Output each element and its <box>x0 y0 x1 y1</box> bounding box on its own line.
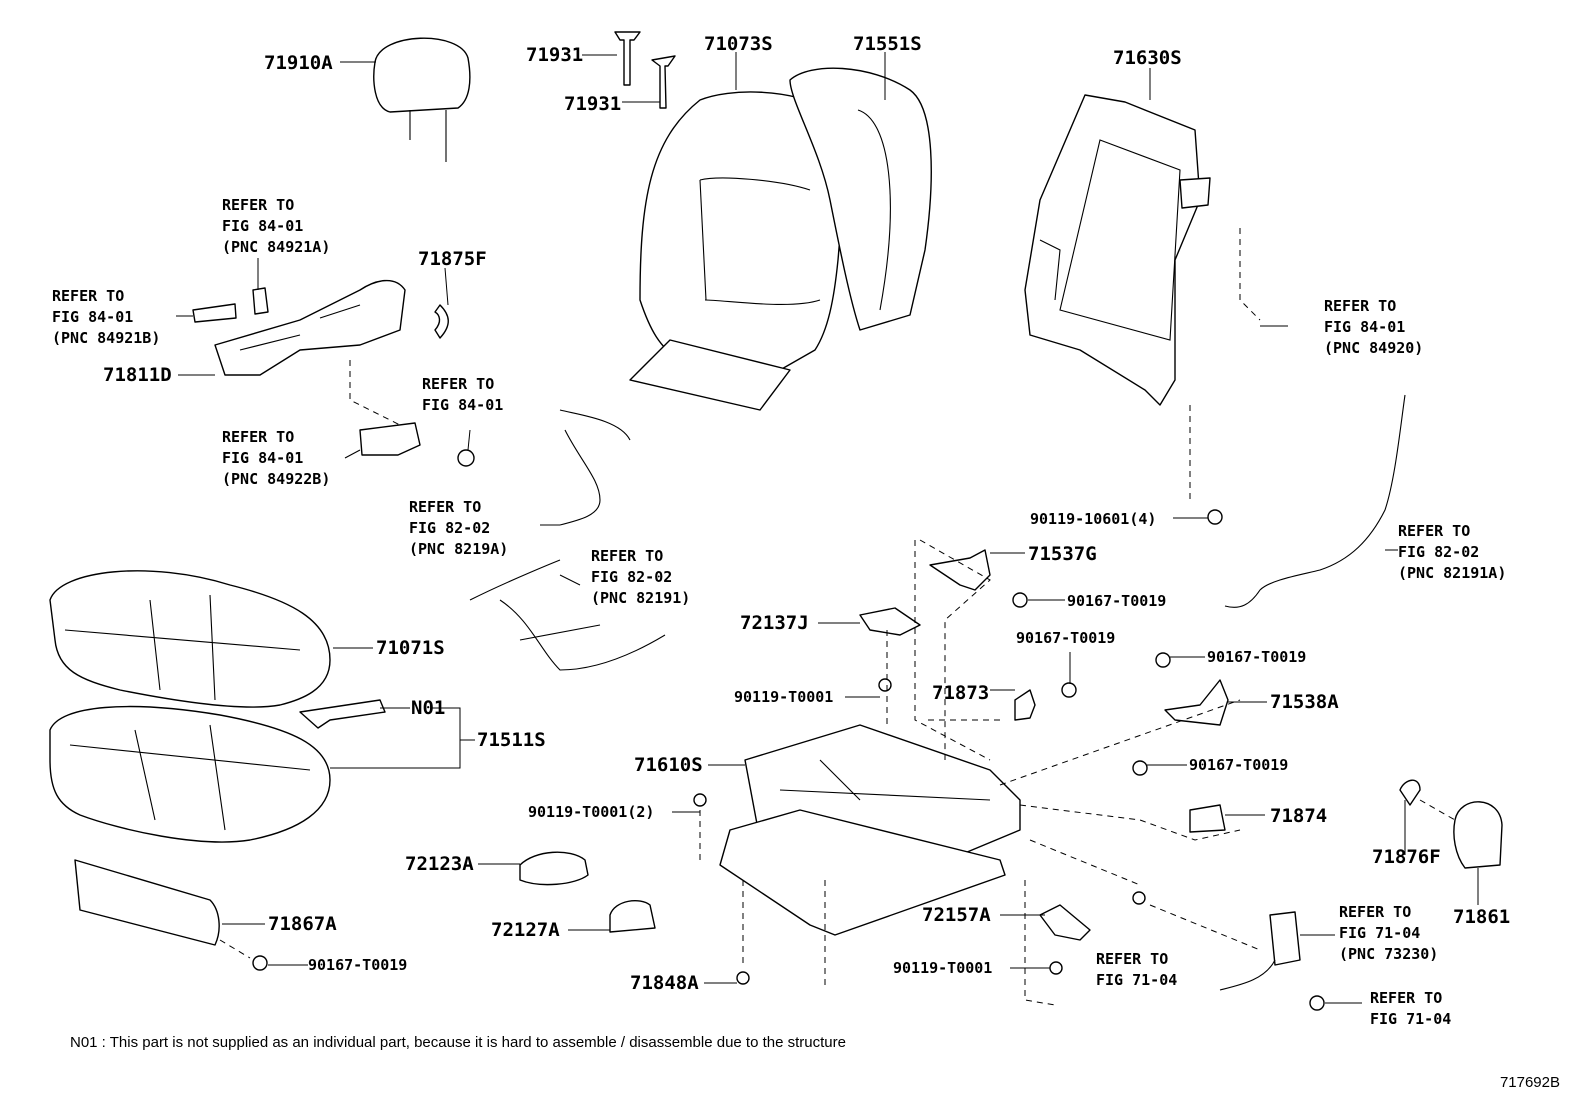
bolt-label-90119-t0001-c: 90119-T0001 <box>893 959 993 977</box>
buckle-wire-drawing <box>1219 959 1276 991</box>
figure-id: 717692B <box>1499 1074 1560 1091</box>
part-label-71551s: 71551S <box>853 33 922 55</box>
bracket-72137j-drawing <box>859 607 921 636</box>
cover-71538a-drawing <box>1164 679 1229 726</box>
part-label-71848a: 71848A <box>630 972 699 994</box>
refer-to-fig-84-01-84921b: REFER TO FIG 84-01 (PNC 84921B) <box>52 287 161 347</box>
part-label-71538a: 71538A <box>1270 691 1339 713</box>
bracket-71874-drawing <box>1189 804 1226 833</box>
switch-assembly-drawing <box>359 422 421 456</box>
part-label-71071s: 71071S <box>376 637 445 659</box>
refer-to-fig-84-01: REFER TO FIG 84-01 <box>422 375 504 414</box>
seatbelt-buckle-drawing <box>1269 911 1301 966</box>
part-label-71861: 71861 <box>1453 906 1511 928</box>
part-label-72127a: 72127A <box>491 919 560 941</box>
dashed-guide-lines <box>219 228 1456 1006</box>
refer-to-fig-82-02-82191: REFER TO FIG 82-02 (PNC 82191) <box>591 547 691 607</box>
bolt-label-90167-t0019-c: 90167-T0019 <box>1207 648 1307 666</box>
part-label-71876f: 71876F <box>1372 846 1441 868</box>
part-label-71910a: 71910A <box>264 52 333 74</box>
bolt-label-90119-t0001-a: 90119-T0001 <box>734 688 834 706</box>
bolt-label-90167-t0019-b: 90167-T0019 <box>1016 629 1116 647</box>
seat-track-drawing <box>719 724 1021 936</box>
bolt-label-90167-t0019-d: 90167-T0019 <box>1189 756 1289 774</box>
seatback-frame-drawing <box>1024 94 1211 406</box>
switch-lever-drawing <box>252 287 269 315</box>
part-label-71537g: 71537G <box>1028 543 1097 565</box>
refer-to-fig-71-04-b: REFER TO FIG 71-04 <box>1370 989 1452 1028</box>
bolt-label-90167-t0019-a: 90167-T0019 <box>1067 592 1167 610</box>
airbag-harness-drawing <box>559 409 631 526</box>
refer-to-fig-82-02-8219a: REFER TO FIG 82-02 (PNC 8219A) <box>409 498 509 558</box>
seat-front-panel-drawing <box>74 859 220 946</box>
part-label-71874: 71874 <box>1270 805 1328 827</box>
part-label-71873: 71873 <box>932 682 990 704</box>
cover-71876f-drawing <box>1399 779 1421 806</box>
bolt-drawings <box>252 509 1325 1011</box>
part-label-71867a: 71867A <box>268 913 337 935</box>
bolt-label-90119-10601: 90119-10601(4) <box>1030 510 1157 528</box>
switch-knob-drawing <box>192 303 237 323</box>
refer-to-fig-84-01-84920: REFER TO FIG 84-01 (PNC 84920) <box>1324 297 1424 357</box>
bolt-label-90167-t0019-e: 90167-T0019 <box>308 956 408 974</box>
leader-lines <box>176 52 1479 1004</box>
screw-drawing <box>457 449 475 467</box>
part-label-72123a: 72123A <box>405 853 474 875</box>
n01-bracket-drawing <box>299 699 386 729</box>
seatback-cover-drawing <box>629 91 844 411</box>
part-label-72137j: 72137J <box>740 612 809 634</box>
part-label-72157a: 72157A <box>922 904 991 926</box>
seat-harness-drawing <box>469 559 666 671</box>
seatback-pad-drawing <box>789 67 932 331</box>
bolt-label-90119-t0001-2: 90119-T0001(2) <box>528 803 655 821</box>
refer-to-fig-84-01-84921a: REFER TO FIG 84-01 (PNC 84921A) <box>222 196 331 256</box>
part-label-71610s: 71610S <box>634 754 703 776</box>
cover-71537g-drawing <box>929 549 991 591</box>
part-label-71073s: 71073S <box>704 33 773 55</box>
part-label-71931-a: 71931 <box>526 44 584 66</box>
refer-to-fig-71-04-73230: REFER TO FIG 71-04 (PNC 73230) <box>1339 903 1439 963</box>
cover-72157a-drawing <box>1039 904 1091 941</box>
headrest-drawing <box>373 37 471 162</box>
footnote-n01: N01 : This part is not supplied as an in… <box>70 1034 846 1051</box>
seatbelt-harness-drawing <box>1224 394 1406 608</box>
lever-cover-drawing <box>434 304 449 339</box>
seat-cushion-pad-drawing <box>49 705 331 843</box>
part-label-71511s: 71511S <box>477 729 546 751</box>
part-label-71630s: 71630S <box>1113 47 1182 69</box>
refer-to-fig-82-02-82191a: REFER TO FIG 82-02 (PNC 82191A) <box>1398 522 1507 582</box>
track-cover-a-drawing <box>519 851 589 886</box>
part-label-n01: N01 <box>411 697 446 719</box>
part-label-71811d: 71811D <box>103 364 172 386</box>
part-label-71875f: 71875F <box>418 248 487 270</box>
seat-shield-drawing <box>214 279 406 376</box>
headrest-guide-pins <box>614 31 676 109</box>
refer-to-fig-84-01-84922b: REFER TO FIG 84-01 (PNC 84922B) <box>222 428 331 488</box>
seat-cushion-cover-drawing <box>49 570 331 708</box>
refer-to-fig-71-04-a: REFER TO FIG 71-04 <box>1096 950 1178 989</box>
knob-71861-drawing <box>1453 801 1503 869</box>
part-label-71931-b: 71931 <box>564 93 622 115</box>
track-cover-b-drawing <box>609 899 656 933</box>
bracket-71873-drawing <box>1014 689 1036 721</box>
